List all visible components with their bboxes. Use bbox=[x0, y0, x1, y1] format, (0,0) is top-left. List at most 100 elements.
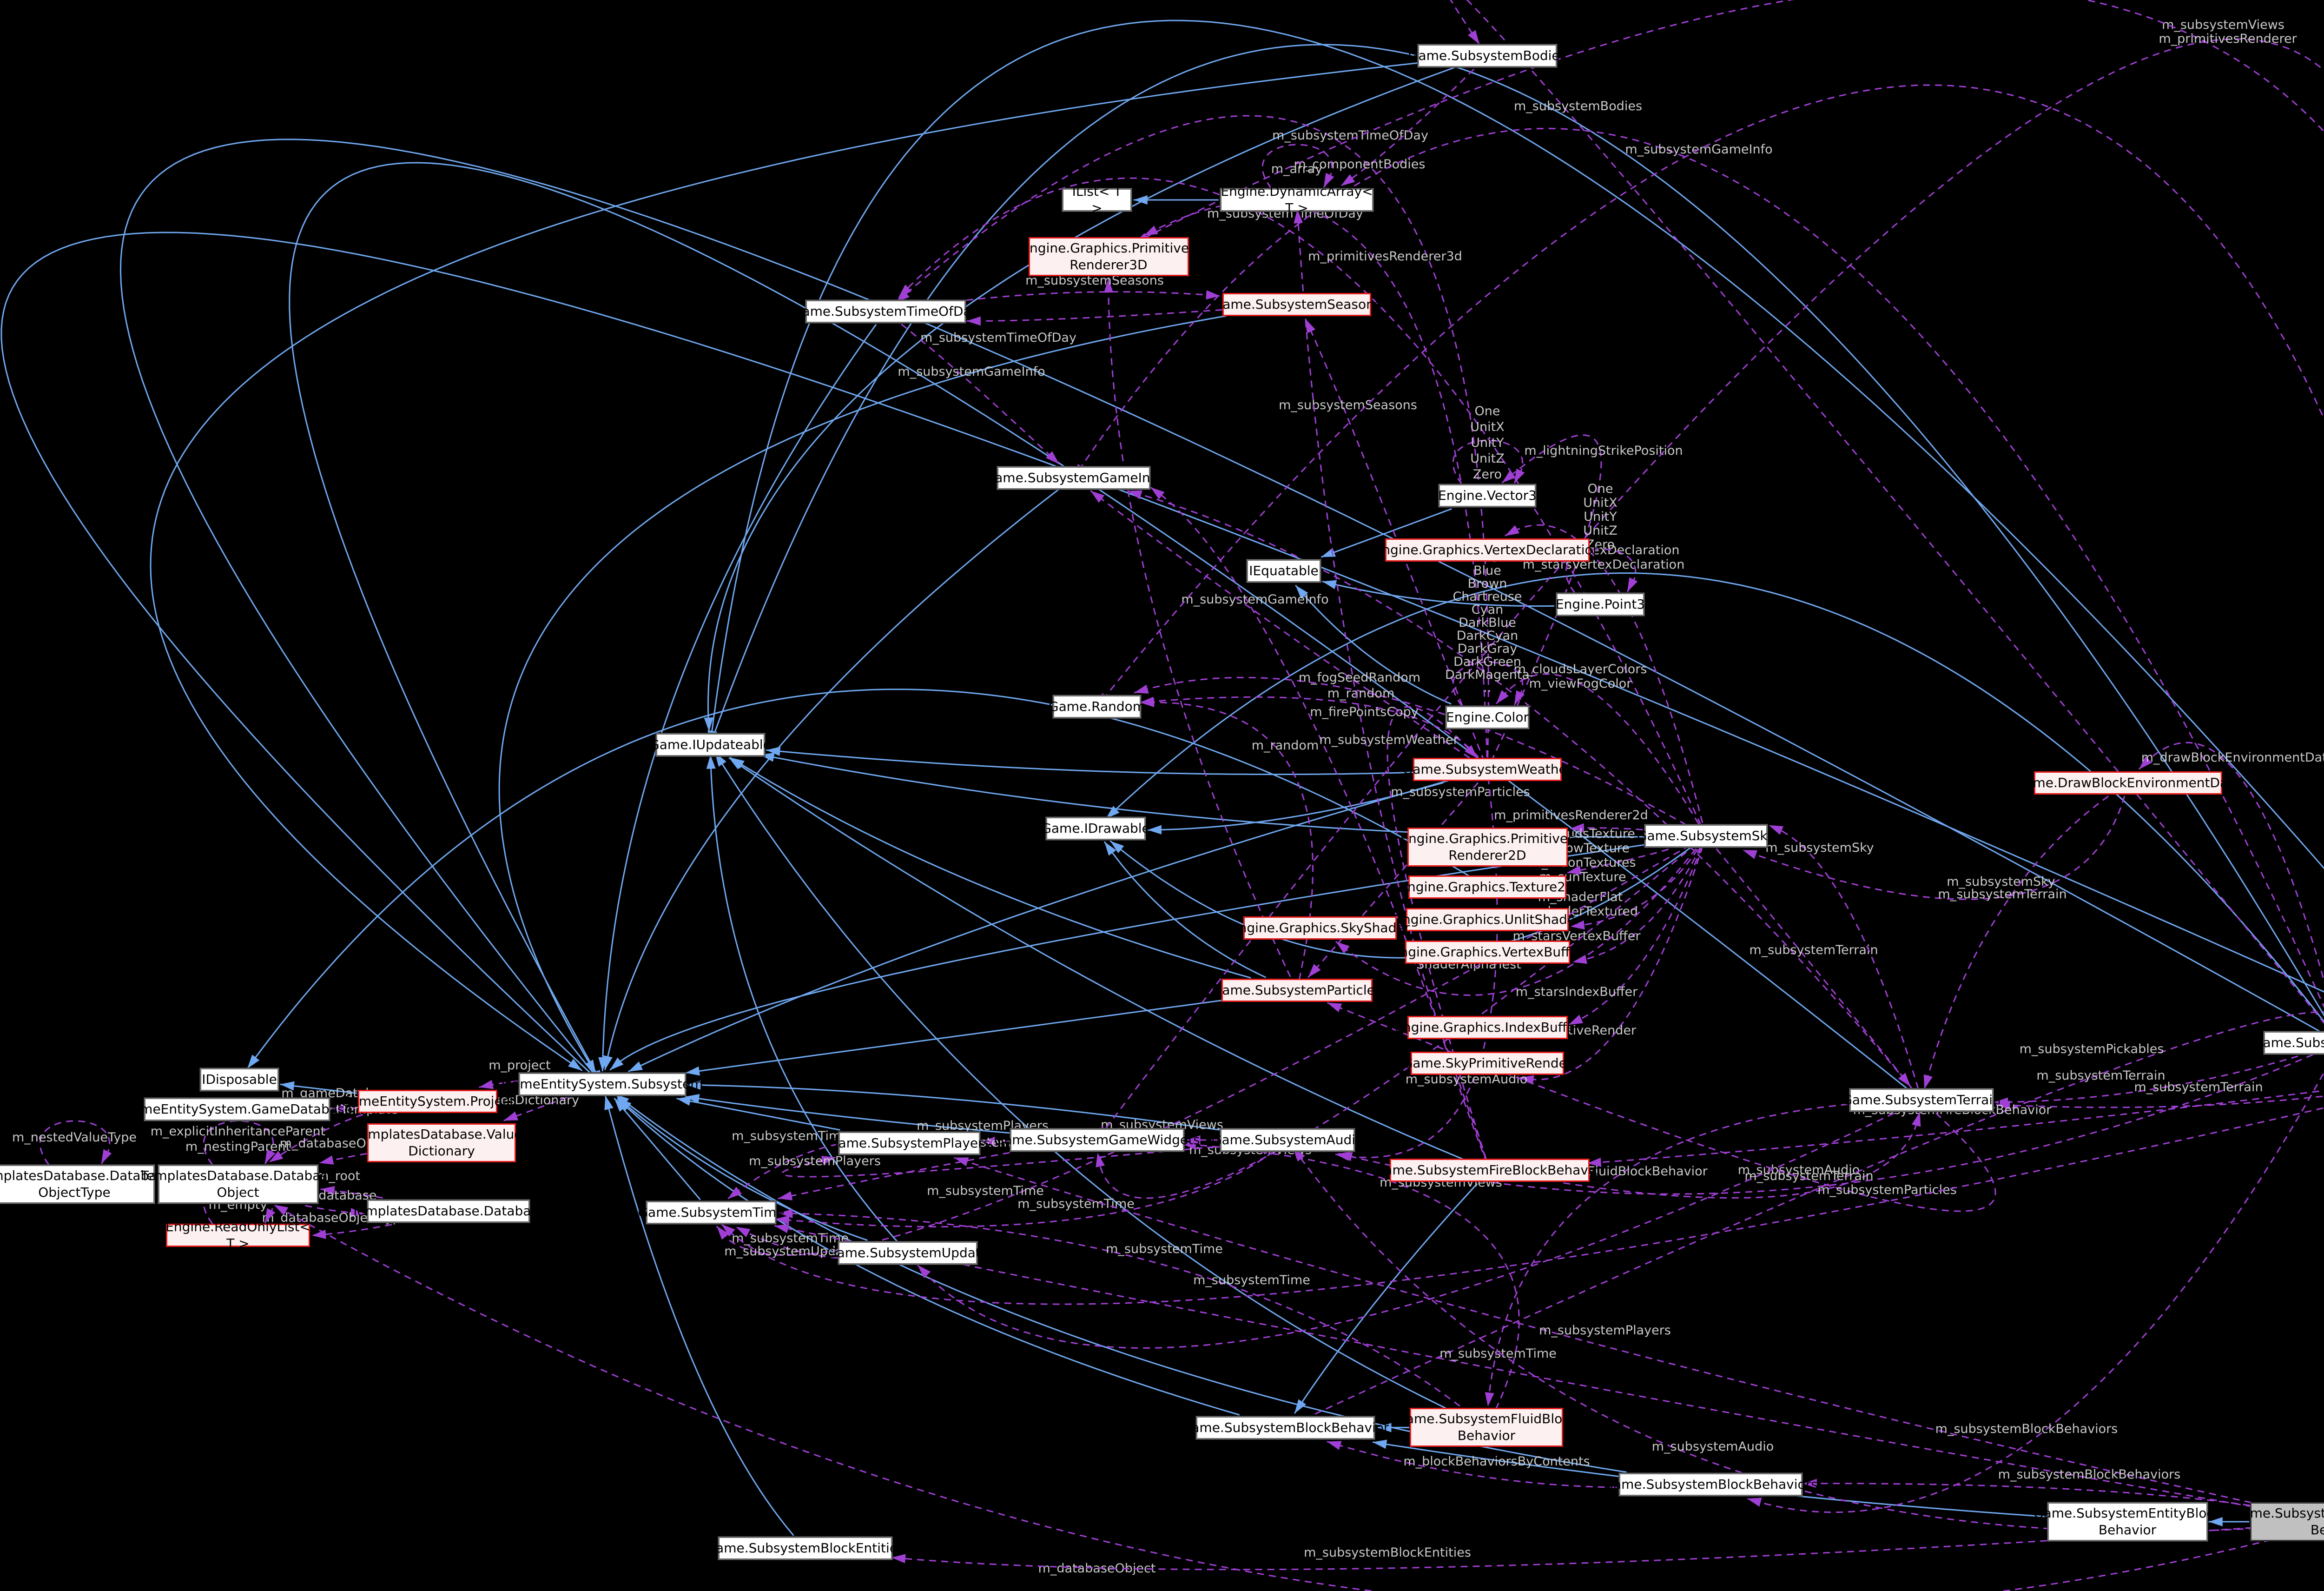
class-node-fluidblock[interactable]: Game.SubsystemFluidBlock Behavior bbox=[1396, 1408, 1577, 1447]
class-node-seasons[interactable]: Game.SubsystemSeasons bbox=[1213, 293, 1381, 316]
usage-edge bbox=[1327, 1441, 1617, 1488]
arrowhead bbox=[676, 1096, 691, 1106]
arrowhead bbox=[1496, 690, 1509, 704]
class-node-vertexdecl[interactable]: Engine.Graphics.VertexDeclaration bbox=[1374, 538, 1601, 562]
edge-label: m_subsystemTerrain bbox=[2036, 1068, 2165, 1083]
arrowhead bbox=[1295, 585, 1308, 599]
class-node-iupdateable[interactable]: Game.IUpdateable bbox=[649, 733, 771, 756]
class-node-weather[interactable]: Game.SubsystemWeather bbox=[1403, 758, 1572, 781]
class-node-pr3d[interactable]: Engine.Graphics.Primitives Renderer3D bbox=[1021, 237, 1196, 276]
class-node-color[interactable]: Engine.Color bbox=[1446, 706, 1529, 729]
edge-label: m_subsystemUpdate bbox=[724, 1244, 856, 1259]
arrowhead bbox=[1182, 1140, 1196, 1150]
class-node-random[interactable]: Game.Random bbox=[1049, 695, 1145, 718]
class-node-vertexbuffer[interactable]: Engine.Graphics.VertexBuffer bbox=[1392, 941, 1583, 964]
class-node-audio[interactable]: Game.SubsystemAudio bbox=[1212, 1128, 1363, 1152]
class-node-idrawable[interactable]: Game.IDrawable bbox=[1041, 817, 1150, 840]
arrowhead bbox=[1514, 690, 1525, 705]
edge-label: m_subsystemTimeOfDay bbox=[1272, 128, 1428, 143]
class-node-fireblock[interactable]: Game.SubsystemFireBlockBehavior bbox=[1374, 1159, 1605, 1182]
edge-label: m_project bbox=[489, 1058, 551, 1073]
class-node-terrain[interactable]: Game.SubsystemTerrain bbox=[1842, 1088, 2001, 1112]
arrowhead bbox=[1769, 825, 1784, 835]
class-node-valuesdict[interactable]: TemplatesDatabase.Values Dictionary bbox=[354, 1123, 529, 1162]
usage-edge bbox=[1452, 661, 1524, 706]
usage-edge bbox=[1923, 796, 2109, 1089]
class-node-timeofday[interactable]: Game.SubsystemTimeOfDay bbox=[792, 300, 979, 323]
usage-edge bbox=[1996, 1095, 2324, 1108]
usage-edge bbox=[1519, 846, 1703, 1081]
class-node-particles[interactable]: Game.SubsystemParticles bbox=[1212, 979, 1381, 1002]
class-node-pr2d[interactable]: Engine.Graphics.Primitives Renderer2D bbox=[1400, 828, 1575, 867]
class-node-unlitshader[interactable]: Engine.Graphics.UnlitShader bbox=[1394, 908, 1581, 931]
class-node-dbobject[interactable]: TemplatesDatabase.Database Object bbox=[141, 1165, 335, 1204]
inheritance-edge bbox=[1109, 840, 1690, 959]
class-node-project[interactable]: GameEntitySystem.Project bbox=[341, 1090, 515, 1113]
class-node-blockbehavior[interactable]: Game.SubsystemBlockBehavior bbox=[1182, 1416, 1389, 1439]
arrowhead bbox=[350, 1208, 365, 1218]
inheritance-edge bbox=[1295, 584, 1452, 705]
class-node-update[interactable]: Game.SubsystemUpdate bbox=[827, 1241, 989, 1265]
class-node-players[interactable]: Game.SubsystemPlayers bbox=[828, 1132, 990, 1155]
class-node-gameinfo[interactable]: Game.SubsystemGameInfo bbox=[984, 466, 1163, 490]
arrowhead bbox=[1143, 225, 1158, 236]
arrowhead bbox=[1045, 451, 1059, 464]
class-node-point3[interactable]: Engine.Point3 bbox=[1556, 593, 1645, 616]
arrowhead bbox=[687, 1080, 701, 1090]
class-node-dynarray[interactable]: Engine.DynamicArray< T > bbox=[1220, 183, 1373, 216]
inheritance-edge bbox=[707, 65, 1461, 732]
class-node-dbobjecttype[interactable]: TemplatesDatabase.Database ObjectType bbox=[0, 1165, 172, 1204]
edge-label: m_starsIndexBuffer bbox=[1516, 985, 1638, 999]
arrowhead bbox=[319, 1155, 334, 1165]
arrowhead bbox=[1335, 941, 1350, 954]
class-node-blockbehaviors[interactable]: Game.SubsystemBlockBehaviors bbox=[1603, 1473, 1818, 1496]
edge-label: m_subsystemSky bbox=[1947, 875, 2055, 889]
usage-edge bbox=[1769, 824, 1919, 1089]
class-node-gamedatabase[interactable]: GameEntitySystem.GameDatabase bbox=[122, 1098, 352, 1121]
edge-label: m_subsystemSky bbox=[1765, 841, 1874, 855]
class-node-gamewidgets[interactable]: Game.SubsystemGameWidgets bbox=[994, 1128, 1200, 1152]
class-node-entityblock[interactable]: Game.SubsystemEntityBlock Behavior bbox=[2034, 1502, 2221, 1541]
inheritance-edge bbox=[710, 755, 899, 1243]
class-node-indexbuffer[interactable]: Engine.Graphics.IndexBuffer bbox=[1394, 1016, 1580, 1039]
class-node-blockentities[interactable]: Game.SubsystemBlockEntities bbox=[706, 1537, 905, 1560]
class-node-dispenser[interactable]: Game.SubsystemDispenserBlock Behavior bbox=[2232, 1502, 2324, 1541]
arrowhead bbox=[1096, 1153, 1105, 1167]
arrowhead bbox=[247, 1054, 260, 1069]
arrowhead bbox=[1568, 1014, 1584, 1025]
class-node-texture2d[interactable]: Engine.Graphics.Texture2D bbox=[1399, 875, 1576, 899]
class-node-pickables[interactable]: Game.SubsystemPickables bbox=[2253, 1031, 2324, 1054]
arrowhead bbox=[1147, 825, 1162, 835]
class-node-subsystem[interactable]: GameEntitySystem.Subsystem bbox=[502, 1073, 703, 1096]
class-node-readonlylist[interactable]: Engine.ReadOnlyList< T > bbox=[165, 1219, 310, 1251]
class-node-database[interactable]: TemplatesDatabase.Database bbox=[351, 1200, 546, 1223]
edge-label: m_subsystemBlockBehaviors bbox=[1935, 1422, 2118, 1436]
class-node-sky[interactable]: Game.SubsystemSky bbox=[1637, 824, 1775, 848]
arrowhead bbox=[1294, 1399, 1307, 1414]
arrowhead bbox=[1308, 964, 1321, 978]
edge-label: m_subsystemParticles bbox=[1817, 1183, 1957, 1197]
arrowhead bbox=[1567, 865, 1582, 875]
usage-edge bbox=[1572, 846, 1702, 963]
arrowhead bbox=[1133, 195, 1148, 205]
class-node-ilist[interactable]: IList< T > bbox=[1062, 184, 1132, 216]
arrowhead bbox=[568, 1059, 582, 1071]
arrowhead bbox=[1743, 850, 1758, 859]
arrowhead bbox=[1373, 1439, 1387, 1449]
class-node-subsystemBodies[interactable]: Game.SubsystemBodies bbox=[1408, 44, 1566, 67]
arrowhead bbox=[1465, 745, 1478, 759]
class-node-vector3[interactable]: Engine.Vector3 bbox=[1438, 484, 1537, 507]
arrowhead bbox=[1747, 1498, 1762, 1507]
class-node-iequatable[interactable]: IEquatable bbox=[1247, 559, 1321, 583]
arrowhead bbox=[778, 1191, 793, 1200]
class-node-skyshader[interactable]: Engine.Graphics.SkyShader bbox=[1230, 916, 1410, 940]
class-node-time[interactable]: Game.SubsystemTime bbox=[638, 1201, 785, 1224]
arrowhead bbox=[1502, 470, 1516, 483]
edge-label: m_subsystemTerrain bbox=[1938, 887, 2067, 902]
class-node-skyprim[interactable]: Game.SkyPrimitiveRender bbox=[1403, 1052, 1572, 1075]
inheritance-edge bbox=[1103, 841, 1267, 978]
class-node-idisposable[interactable]: IDisposable bbox=[200, 1068, 279, 1091]
arrowhead bbox=[1140, 698, 1155, 708]
class-node-drawblockenv[interactable]: Game.DrawBlockEnvironmentData bbox=[2015, 771, 2241, 795]
